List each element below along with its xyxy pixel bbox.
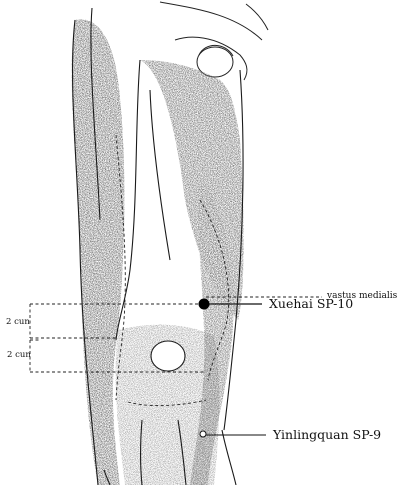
yinlingquan-point	[200, 431, 206, 437]
xuehai-label: Xuehai SP-10	[269, 298, 353, 311]
xuehai-point	[199, 299, 210, 310]
cun-lower-label: 2 cun	[7, 351, 31, 360]
patella	[151, 341, 185, 371]
yinlingquan-label: Yinlingquan SP-9	[273, 429, 381, 442]
cun-upper-label: 2 cun	[6, 318, 30, 327]
